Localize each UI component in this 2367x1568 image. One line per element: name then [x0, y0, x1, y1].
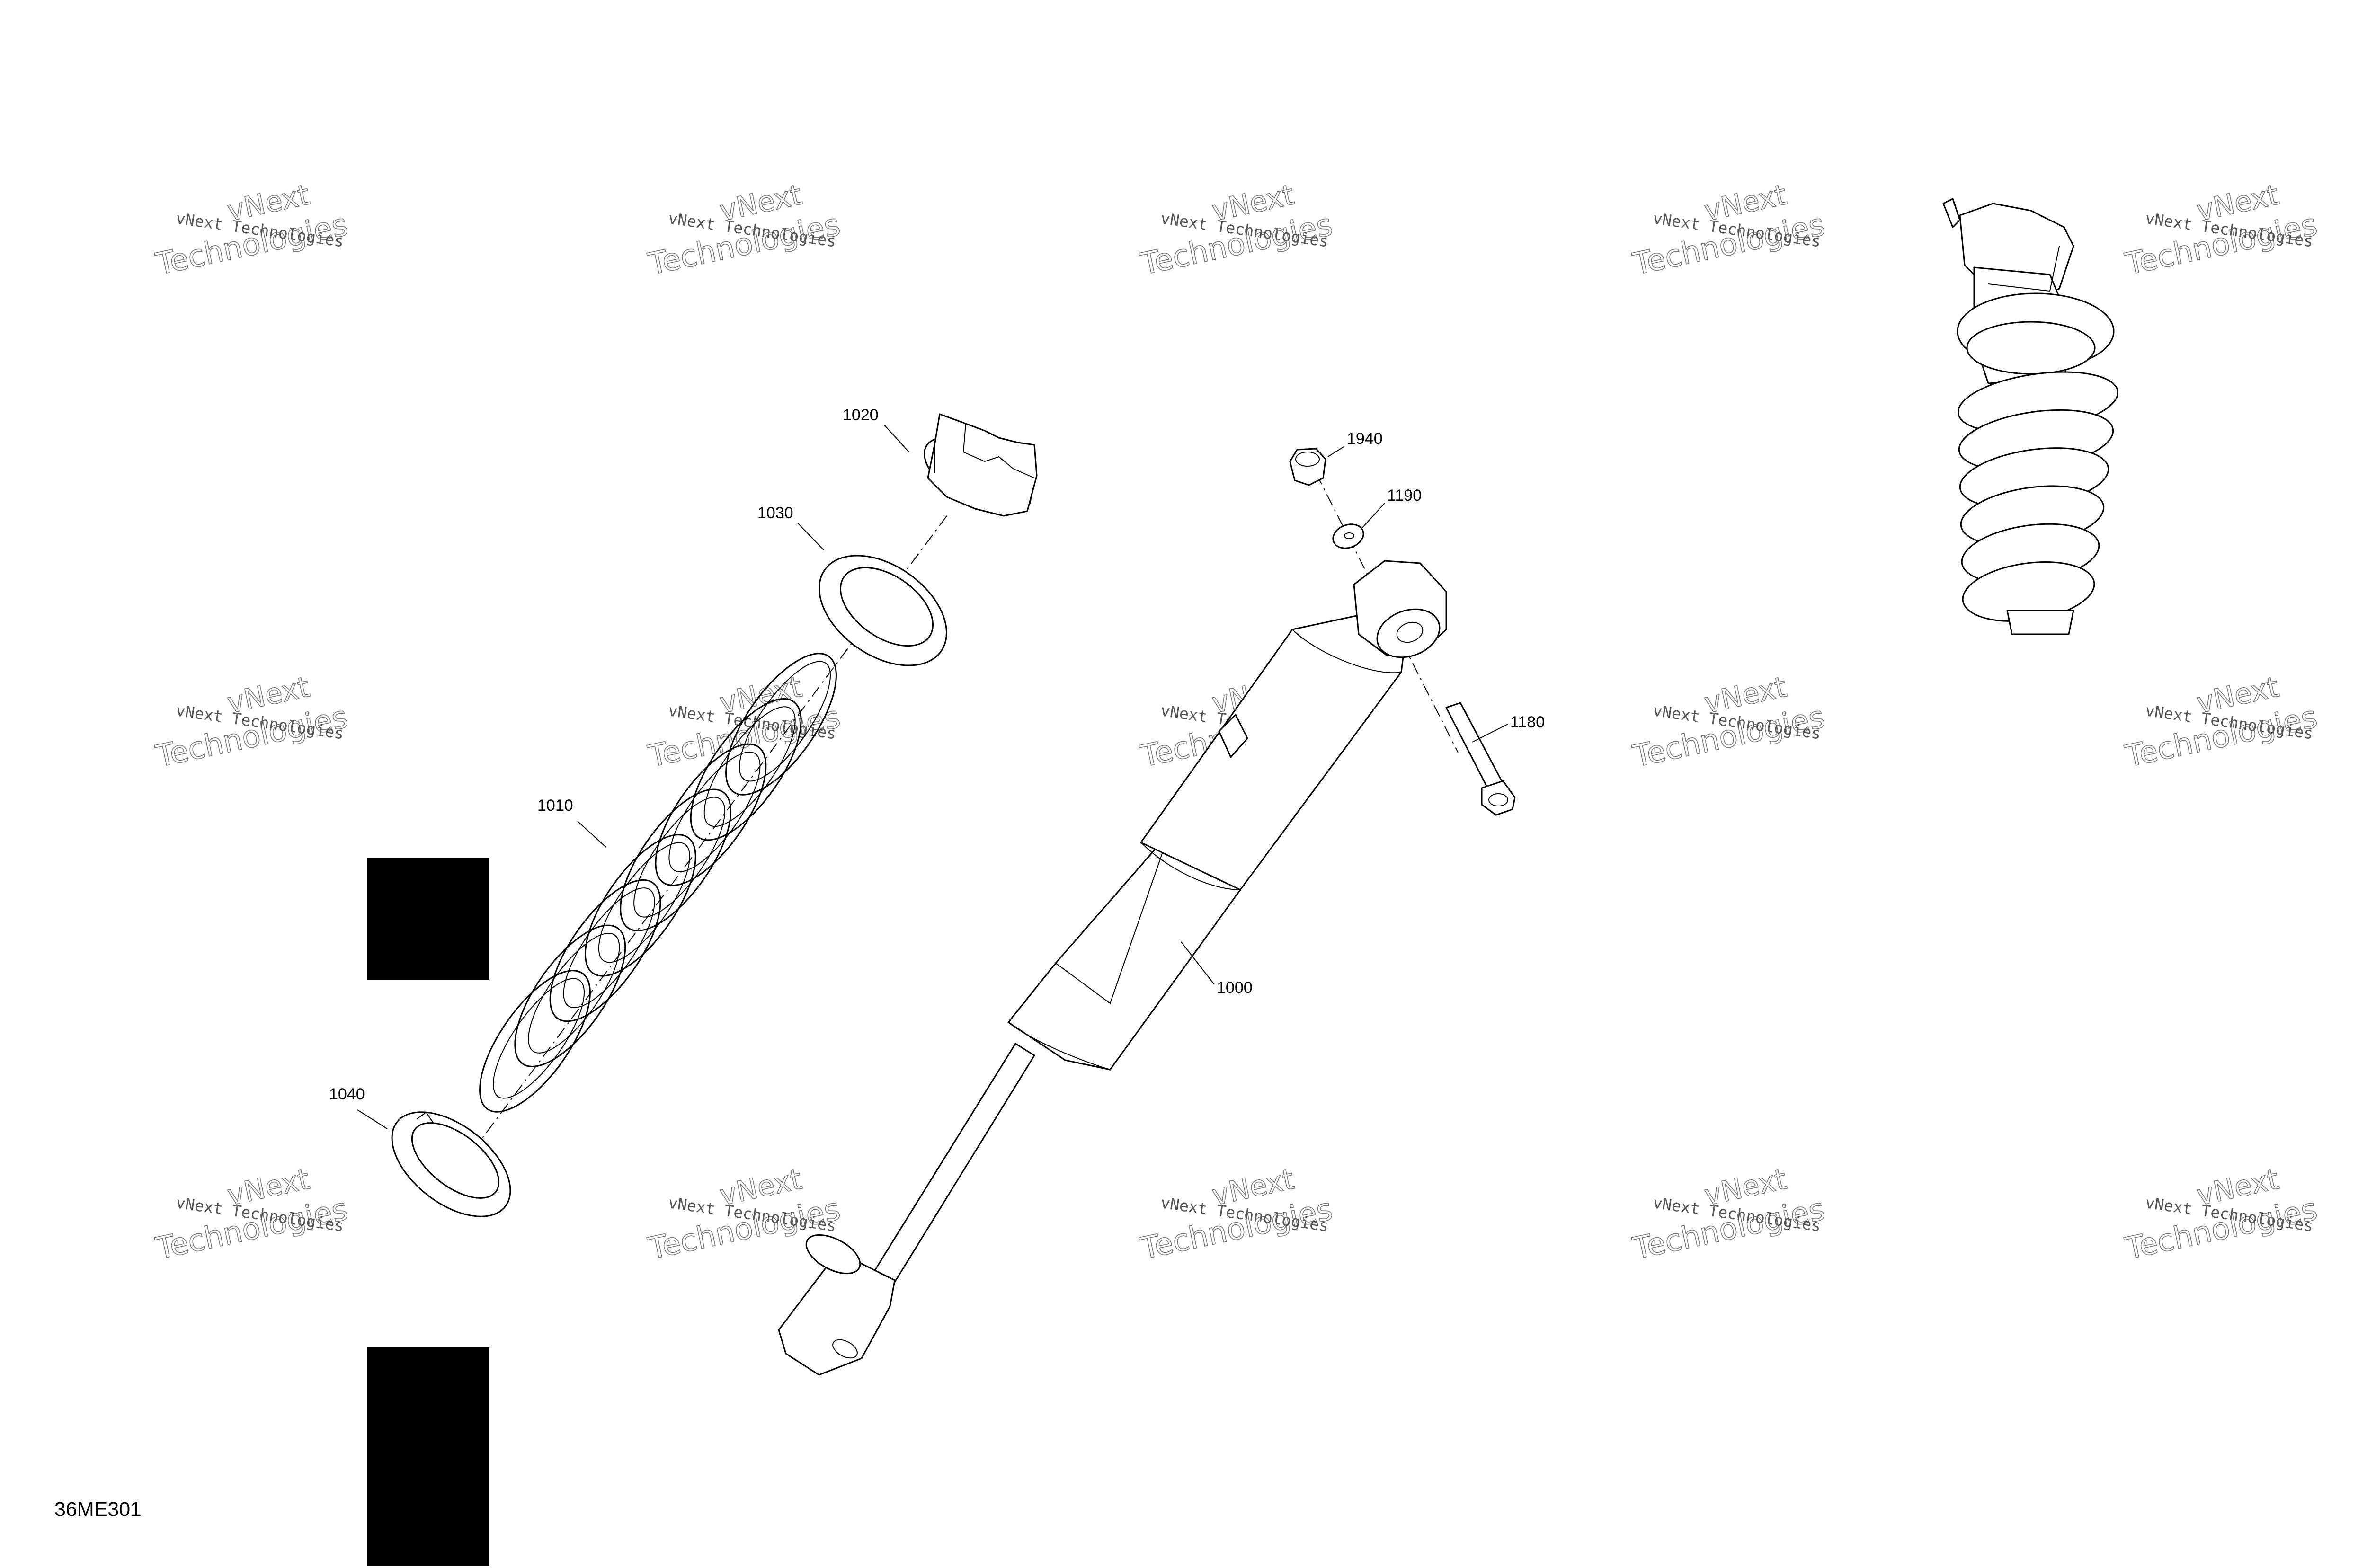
spring-coil [690, 698, 802, 841]
callout-1000: 1000 [1217, 979, 1253, 997]
spring-axis-line [473, 515, 947, 1151]
spring-coil-inner [598, 842, 690, 963]
spring-coil-inner [739, 661, 831, 782]
spring-coil [725, 653, 837, 796]
callout-1040: 1040 [329, 1085, 365, 1103]
spring-coil [479, 970, 591, 1113]
leader-lines [357, 425, 1508, 1129]
callout-1180: 1180 [1510, 713, 1545, 731]
spring-coil [514, 924, 626, 1067]
assembled-shock-thumbnail [1942, 198, 2119, 635]
spring-coil [620, 788, 732, 931]
part-1020-stopper [924, 413, 1038, 517]
part-1000-shock-body [778, 560, 1447, 1376]
callout-1030: 1030 [757, 504, 793, 522]
bolt-axis-line [1316, 473, 1459, 753]
callout-labels: 1020 1030 1010 1040 1000 1940 1190 1180 [329, 406, 1545, 1103]
spring-coil-inner [492, 978, 585, 1099]
callout-1010: 1010 [537, 797, 573, 815]
callout-1020: 1020 [843, 406, 879, 424]
part-1040-lower-ring [391, 1111, 511, 1217]
callout-1190: 1190 [1387, 487, 1422, 505]
spring-coil [655, 743, 767, 886]
part-1940-nut [1289, 448, 1326, 486]
spring-coil [584, 834, 696, 977]
spring-coil-inner [528, 932, 620, 1054]
part-1180-bolt [1445, 702, 1516, 816]
spring-coil-inner [563, 887, 655, 1009]
spring-coil-inner [668, 751, 761, 872]
black-block-lower [367, 1347, 489, 1566]
spring-coil [549, 879, 661, 1022]
black-block-upper [367, 858, 489, 980]
thumbnail-lower-eyelet [2006, 610, 2074, 635]
part-1030-seat-ring [819, 555, 947, 666]
callout-1940: 1940 [1347, 430, 1383, 448]
part-1010-coil-spring [479, 653, 837, 1113]
spring-coil-inner [703, 706, 796, 827]
spring-coil-inner [633, 797, 726, 918]
document-id: 36ME301 [54, 1498, 142, 1521]
part-1190-washer [1332, 523, 1364, 549]
